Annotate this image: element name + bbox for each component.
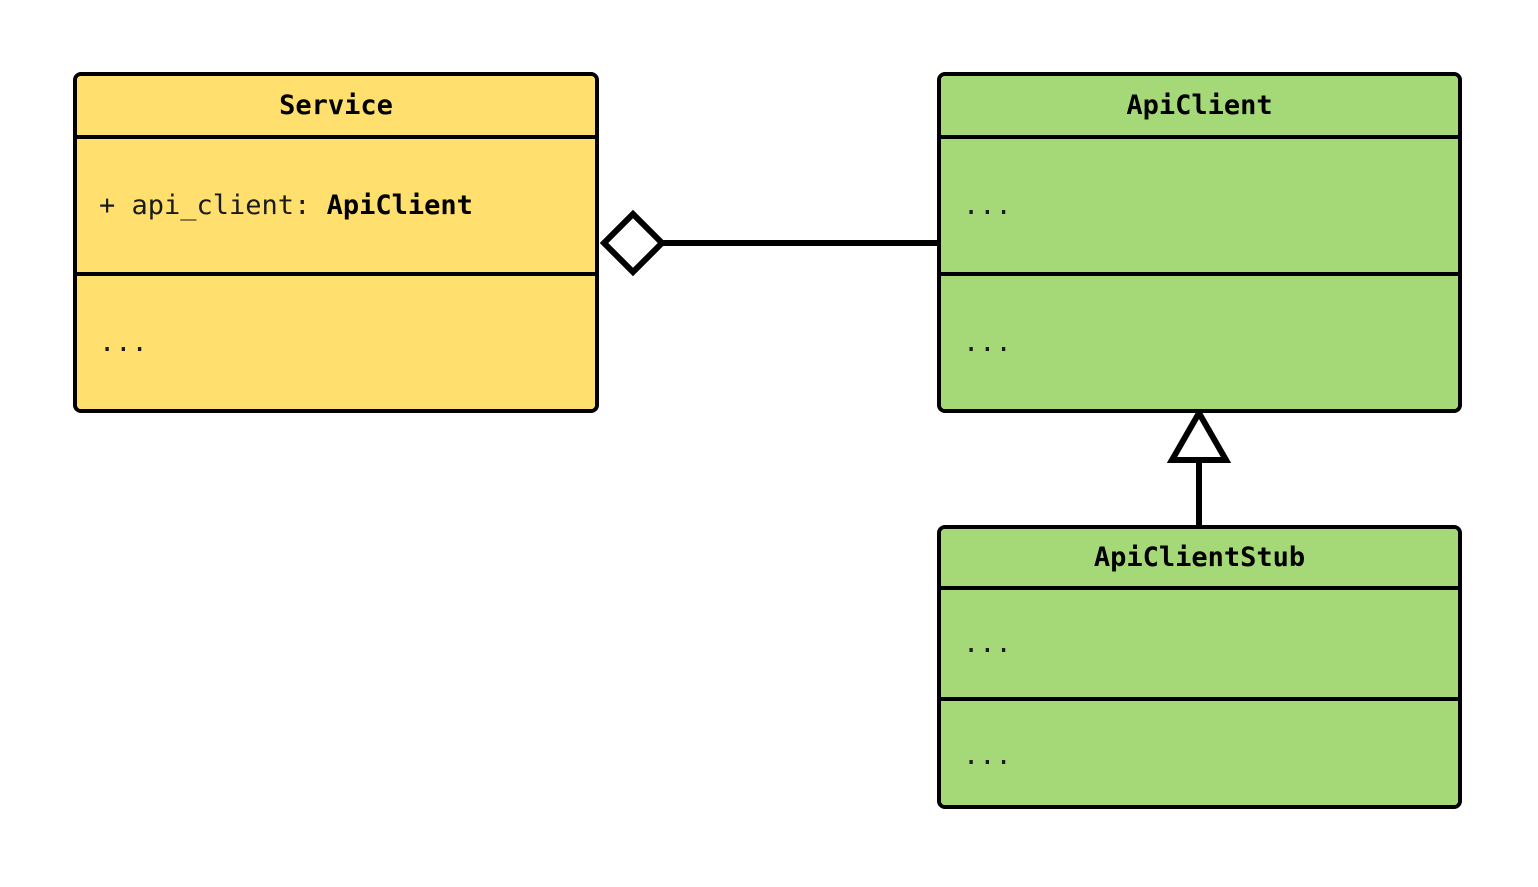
attribute-prefix: + api_client: [99, 190, 327, 221]
attribute-row: ... [963, 190, 1012, 221]
class-attributes-compartment: + api_client: ApiClient [77, 135, 595, 272]
attribute-row: ... [963, 628, 1012, 659]
class-operations-compartment: ... [77, 272, 595, 409]
class-box-apiclientstub[interactable]: ApiClientStub ... ... [937, 525, 1462, 809]
class-operations-compartment: ... [941, 272, 1458, 409]
class-operations-compartment: ... [941, 697, 1458, 805]
class-name-compartment: ApiClient [941, 76, 1458, 135]
class-box-apiclient[interactable]: ApiClient ... ... [937, 72, 1462, 413]
attribute-row: + api_client: ApiClient [99, 190, 473, 221]
generalization-apiclientstub-apiclient [1166, 406, 1232, 525]
hollow-triangle-icon [1166, 406, 1232, 463]
operation-row: ... [963, 327, 1012, 358]
class-name-label: Service [279, 90, 393, 121]
class-attributes-compartment: ... [941, 135, 1458, 272]
operation-row: ... [99, 327, 148, 358]
class-name-compartment: Service [77, 76, 595, 135]
class-name-label: ApiClientStub [1093, 542, 1306, 573]
hollow-diamond-icon [599, 209, 667, 277]
aggregation-service-apiclient [599, 209, 937, 277]
attribute-type: ApiClient [326, 190, 473, 221]
class-name-label: ApiClient [1126, 90, 1273, 121]
class-attributes-compartment: ... [941, 586, 1458, 697]
operation-row: ... [963, 739, 1012, 771]
class-name-compartment: ApiClientStub [941, 529, 1458, 586]
class-box-service[interactable]: Service + api_client: ApiClient ... [73, 72, 599, 413]
